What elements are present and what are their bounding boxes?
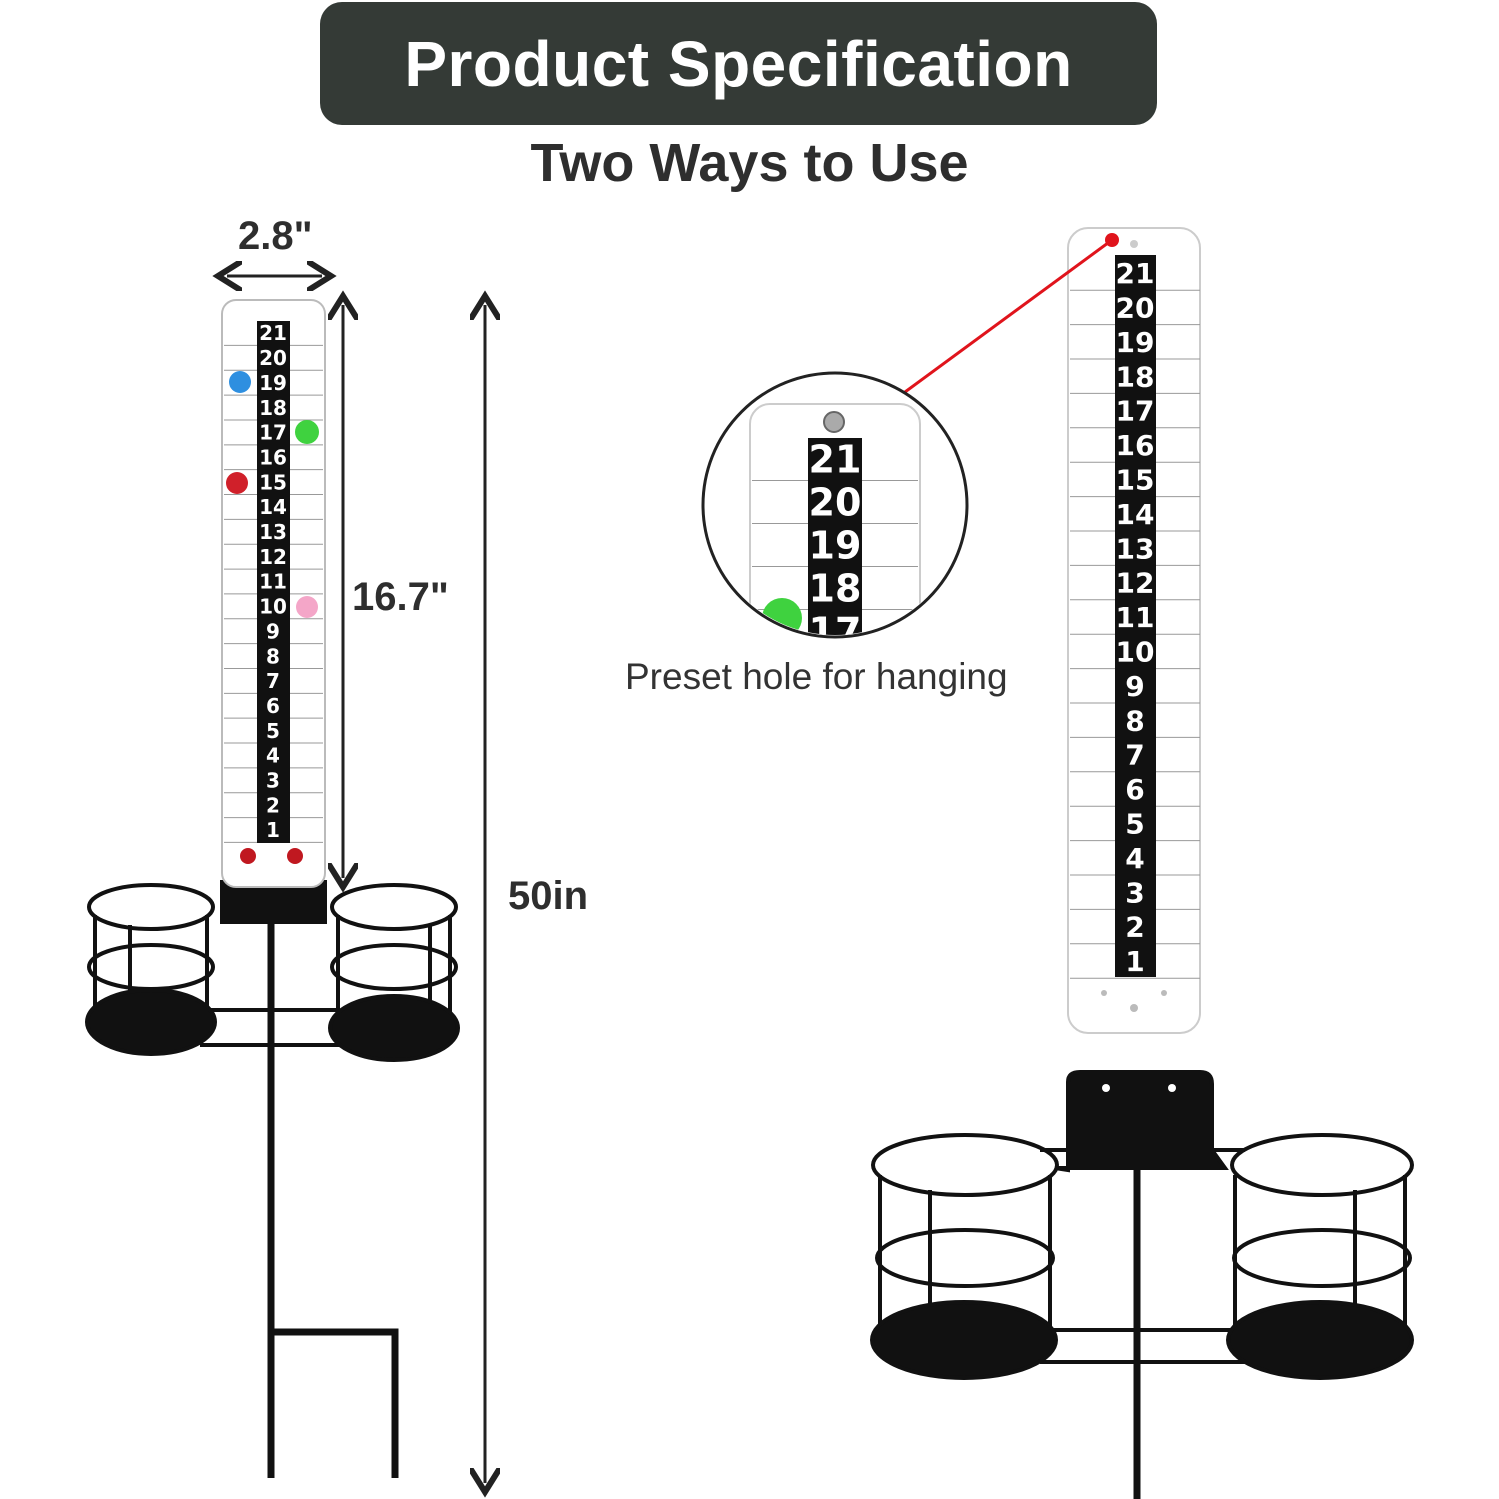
scale-number: 4 bbox=[1125, 842, 1144, 875]
scale-number: 9 bbox=[266, 619, 280, 643]
scale-number: 5 bbox=[1125, 807, 1144, 840]
scale-number: 11 bbox=[1116, 601, 1155, 634]
scale-number: 5 bbox=[266, 719, 280, 743]
right-holder bbox=[870, 1070, 1414, 1499]
scale-number: 16 bbox=[1116, 429, 1155, 462]
scale-number: 13 bbox=[1116, 532, 1155, 565]
scale-number: 21 bbox=[809, 438, 862, 482]
scale-number: 10 bbox=[1116, 635, 1155, 668]
scale-number: 16 bbox=[259, 445, 287, 469]
scale-number: 8 bbox=[1125, 704, 1144, 737]
width-label: 2.8" bbox=[238, 214, 313, 258]
scale-number: 3 bbox=[1125, 876, 1144, 909]
scale-number: 17 bbox=[809, 610, 862, 654]
scale-number: 21 bbox=[259, 321, 287, 345]
callout-label: Preset hole for hanging bbox=[625, 656, 1008, 697]
scale-number: 7 bbox=[266, 669, 280, 693]
scale-number: 6 bbox=[266, 694, 280, 718]
scale-number: 20 bbox=[1116, 291, 1155, 324]
hanging-hole-marker bbox=[1105, 233, 1119, 247]
scale-number: 19 bbox=[1116, 326, 1155, 359]
screw-icon bbox=[823, 411, 845, 433]
scale-number: 21 bbox=[1116, 257, 1155, 290]
scale-number: 20 bbox=[259, 346, 287, 370]
title-banner: Product Specification bbox=[320, 2, 1157, 125]
peg-blue bbox=[229, 371, 251, 393]
scale-number: 2 bbox=[1125, 911, 1144, 944]
scale-number: 14 bbox=[259, 495, 287, 519]
peg-red bbox=[240, 848, 256, 864]
subtitle: Two Ways to Use bbox=[530, 133, 969, 193]
peg-green bbox=[295, 420, 319, 444]
scale-number: 18 bbox=[809, 567, 862, 611]
scale-number: 1 bbox=[266, 818, 280, 842]
scale-number: 4 bbox=[266, 744, 280, 768]
total-height-label: 50in bbox=[508, 874, 589, 918]
board-height-label: 16.7" bbox=[352, 575, 449, 619]
page-title: Product Specification bbox=[404, 27, 1073, 100]
scale-number: 3 bbox=[266, 769, 280, 793]
scale-number: 17 bbox=[1116, 395, 1155, 428]
scale-number: 15 bbox=[259, 470, 287, 494]
peg-pink bbox=[296, 596, 318, 618]
scale-number: 12 bbox=[1116, 567, 1155, 600]
scale-number: 8 bbox=[266, 644, 280, 668]
scale-number: 1 bbox=[1125, 945, 1144, 978]
scale-number: 11 bbox=[259, 570, 287, 594]
scale-number: 18 bbox=[1116, 360, 1155, 393]
left-stand bbox=[85, 880, 460, 1478]
scale-number: 2 bbox=[266, 793, 280, 817]
scale-number: 15 bbox=[1116, 463, 1155, 496]
scale-number: 20 bbox=[809, 481, 862, 525]
pointer-line bbox=[904, 238, 1113, 394]
scale-number: 6 bbox=[1125, 773, 1144, 806]
scale-number: 18 bbox=[259, 396, 287, 420]
scale-number: 17 bbox=[259, 421, 287, 445]
scale-number: 19 bbox=[259, 371, 287, 395]
peg-red bbox=[287, 848, 303, 864]
scale-number: 7 bbox=[1125, 739, 1144, 772]
peg-red bbox=[226, 472, 248, 494]
scale-number: 10 bbox=[259, 595, 287, 619]
scale-number: 9 bbox=[1125, 670, 1144, 703]
scale-number: 19 bbox=[809, 524, 862, 568]
scale-number: 12 bbox=[259, 545, 287, 569]
scale-number: 13 bbox=[259, 520, 287, 544]
scale-number: 14 bbox=[1116, 498, 1155, 531]
